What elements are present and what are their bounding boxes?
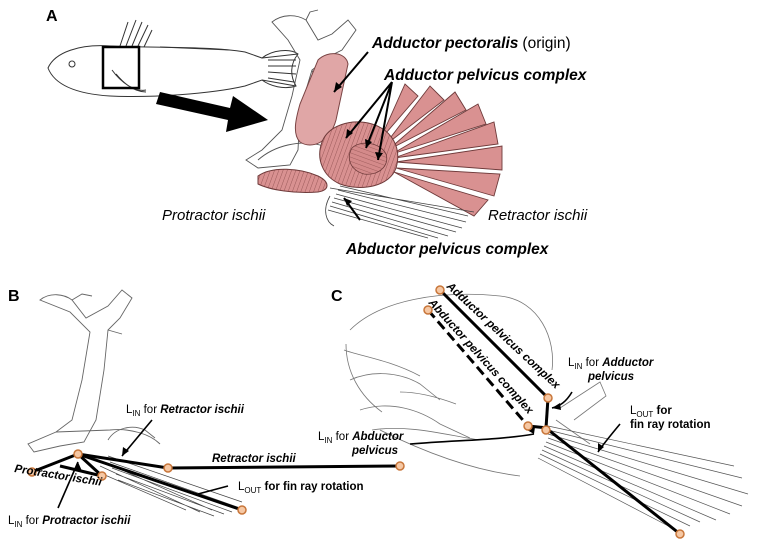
line-abductor-pelvicus-c: [426, 309, 530, 427]
lever-lines-b: [31, 452, 401, 512]
skeleton-b: [27, 289, 161, 453]
line-retractor-ischii: [167, 464, 401, 470]
line-lin-retractor: [77, 452, 169, 470]
panel-label-c: C: [331, 288, 343, 305]
joints-c: [423, 285, 685, 539]
skeleton-c: [343, 293, 607, 477]
label-lin-retractor: LIN for Retractor ischii: [126, 404, 245, 418]
label-retractor-ischii-b: Retractor ischii: [212, 453, 297, 465]
retractor-ischii-fan: [379, 83, 503, 217]
joints-b: [27, 449, 405, 515]
joint-c-adductor-insert: [543, 393, 553, 403]
line-lin-adductor: [544, 397, 550, 429]
label-lin-protractor: LIN for Protractor ischii: [8, 515, 131, 529]
pelvic-fin-rays-b: [97, 455, 243, 517]
line-lout-b: [77, 452, 243, 512]
pointer-lin-protractor: [57, 461, 79, 509]
label-lin-adductor: LIN for Adductor: [568, 357, 654, 371]
joint-b-retractor-insert: [163, 463, 173, 473]
fish-illustration: [47, 19, 299, 98]
label-lout-c: LOUT for: [630, 405, 672, 419]
joint-c-abductor-insert: [523, 421, 533, 431]
panel-label-a: A: [46, 8, 58, 25]
zoom-arrow: [156, 92, 268, 132]
pointer-adductor-pelvicus: [345, 81, 393, 161]
pelvic-fin-rays-c: [537, 425, 749, 531]
label-retractor-ischii: Retractor ischii: [488, 207, 588, 224]
label-protractor-ischii: Protractor ischii: [162, 207, 266, 224]
joint-b-fin-tip: [237, 505, 247, 515]
protractor-ischii-muscle: [257, 168, 328, 193]
label-lin-abductor: LIN for Abductor: [318, 431, 404, 445]
line-protractor-ischii: [31, 452, 79, 474]
joint-c-pivot: [541, 425, 551, 435]
panel-label-b: B: [8, 288, 20, 305]
adductor-pectoralis-muscle: [294, 53, 349, 146]
joint-b-protractor-insert: [97, 471, 107, 481]
line-adductor-pelvicus-c: [438, 288, 550, 400]
pointer-lout-b: [197, 485, 229, 495]
label-lin-abductor-line2: pelvicus: [351, 445, 398, 457]
label-lout-c-line2: fin ray rotation: [630, 419, 711, 431]
joint-b-protractor-origin: [27, 467, 37, 477]
pelvic-fin-rays-a: [325, 185, 475, 239]
label-lin-adductor-line2: pelvicus: [587, 371, 634, 383]
pointer-arrowheads-b: [75, 447, 129, 471]
joint-c-abductor-origin: [423, 305, 433, 315]
pointer-lin-abductor: [409, 433, 535, 445]
pointer-lin-adductor: [551, 391, 573, 409]
label-protractor-ischii-b: Protractor ischii: [14, 463, 104, 489]
zoom-box: [101, 45, 141, 90]
fish-eye: [68, 60, 76, 68]
label-abductor-pelvicus-complex: Abductor pelvicus complex: [345, 241, 550, 258]
joint-c-adductor-origin: [435, 285, 445, 295]
joint-c-fin-tip: [675, 529, 685, 539]
joint-b-retractor-origin: [395, 461, 405, 471]
line-lin-protractor: [76, 452, 104, 478]
label-adductor-pectoralis: Adductor pectoralis(origin): [371, 35, 571, 52]
label-adductor-pelvicus-complex: Adductor pelvicus complex: [383, 67, 588, 84]
line-lout-c: [545, 426, 681, 536]
label-lout-b: LOUT for fin ray rotation: [238, 481, 364, 495]
joint-b-pivot: [73, 449, 83, 459]
